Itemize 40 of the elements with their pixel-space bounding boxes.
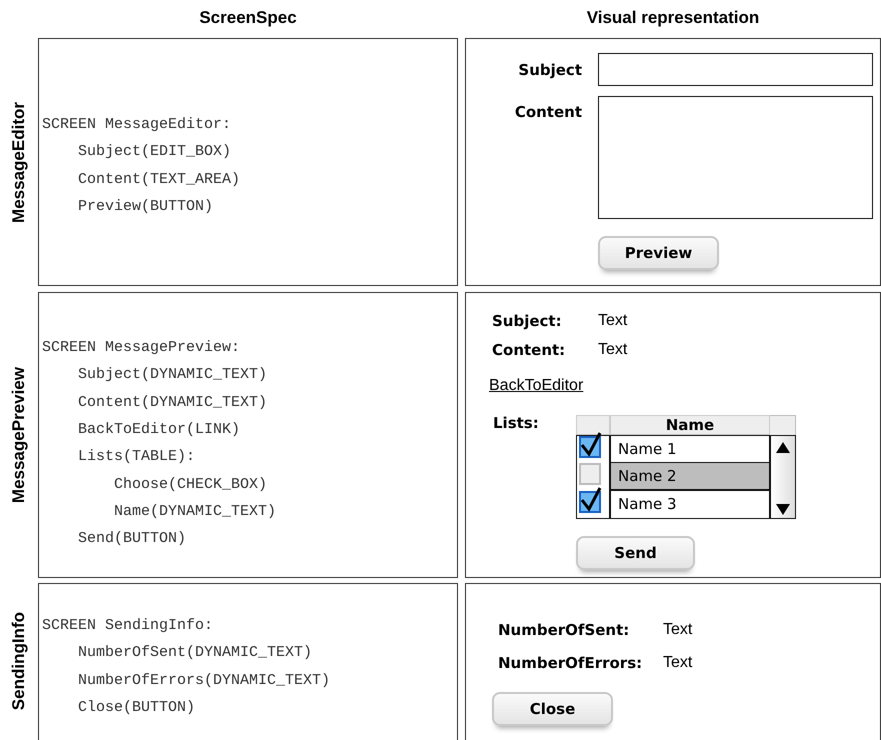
dynamic-text: Text	[598, 312, 628, 330]
push-button: Send	[576, 536, 695, 570]
code-line: Content(TEXT_AREA)	[77, 170, 240, 189]
table-cell: Name 1	[610, 435, 770, 463]
code-line: NumberOfSent(DYNAMIC_TEXT)	[77, 644, 312, 662]
column-heading: ScreenSpec	[198, 8, 298, 28]
link: BackToEditor	[489, 377, 584, 395]
field-label: NumberOfSent:	[498, 621, 630, 639]
field-label: Content:	[492, 341, 566, 359]
code-line: Name(DYNAMIC_TEXT)	[113, 502, 276, 521]
push-button: Preview	[598, 236, 719, 270]
column-heading: Visual representation	[586, 8, 760, 28]
dynamic-text: Text	[598, 341, 628, 359]
code-line: BackToEditor(LINK)	[77, 420, 240, 439]
row-heading: MessagePreview	[9, 366, 29, 504]
row-heading: SendingInfo	[9, 612, 29, 711]
code-line: Close(BUTTON)	[77, 698, 196, 717]
field-label: Subject:	[492, 312, 562, 330]
code-line: Subject(EDIT_BOX)	[77, 143, 232, 162]
code-line: SCREEN MessageEditor:	[42, 116, 232, 134]
code-line: Preview(BUTTON)	[77, 198, 214, 216]
code-line: SCREEN MessagePreview:	[42, 339, 240, 357]
row-heading: MessageEditor	[9, 102, 29, 222]
code-line: Choose(CHECK_BOX)	[113, 476, 268, 494]
code-line: Lists(TABLE):	[77, 448, 196, 466]
field-label: Content	[514, 103, 582, 121]
code-line: Send(BUTTON)	[77, 530, 186, 548]
code-line: Subject(DYNAMIC_TEXT)	[77, 366, 268, 384]
column-header: Name	[610, 415, 770, 435]
field-label: NumberOfErrors:	[498, 654, 642, 672]
table-cell: Name 3	[610, 490, 770, 519]
table-cell: Name 2	[610, 462, 770, 490]
dynamic-text: Text	[663, 654, 692, 672]
dynamic-text: Text	[663, 621, 692, 639]
code-line: NumberOfErrors(DYNAMIC_TEXT)	[77, 672, 330, 690]
push-button: Close	[492, 692, 613, 726]
field-label: Lists:	[493, 414, 539, 432]
code-line: Content(DYNAMIC_TEXT)	[77, 394, 268, 412]
field-label: Subject	[517, 61, 582, 79]
code-line: SCREEN SendingInfo:	[42, 617, 214, 635]
